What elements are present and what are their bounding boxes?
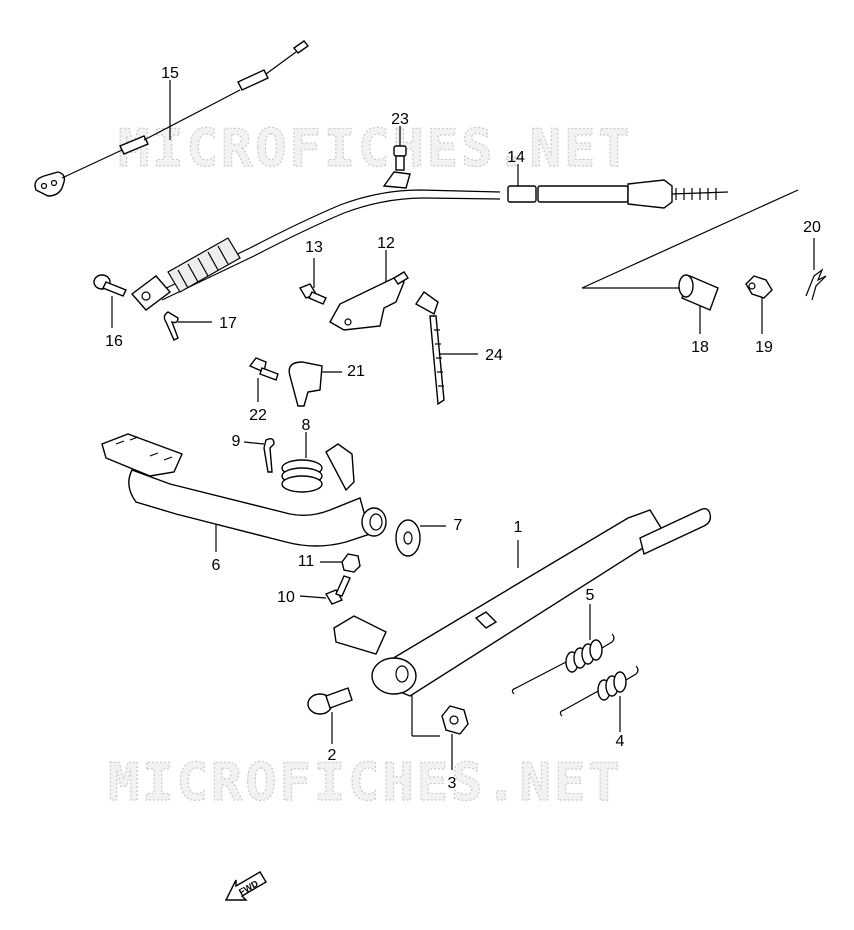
callout-14: 14	[507, 149, 525, 166]
callout-2: 2	[328, 747, 337, 764]
callout-18: 18	[691, 339, 709, 356]
callout-15: 15	[161, 65, 179, 82]
callout-17: 17	[219, 315, 237, 332]
callout-9: 9	[232, 433, 241, 450]
part-21-bracket[interactable]	[288, 361, 323, 407]
callout-21: 21	[347, 363, 365, 380]
leader-lines	[111, 80, 815, 770]
part-12-bracket[interactable]	[329, 271, 409, 331]
callout-3: 3	[448, 775, 457, 792]
part-16-pin[interactable]	[93, 274, 127, 297]
part-6-brake-pedal[interactable]	[101, 433, 387, 547]
callout-23: 23	[391, 111, 409, 128]
part-2-bolt[interactable]	[307, 687, 353, 715]
callouts: 15 23 14 20 13 12 16 17 18 19 24 21 22 9…	[105, 65, 821, 792]
callout-16: 16	[105, 333, 123, 350]
part-19-nut[interactable]	[745, 275, 773, 299]
part-18-cap[interactable]	[678, 274, 719, 311]
part-23-bolt[interactable]	[393, 145, 407, 171]
callout-24: 24	[485, 347, 503, 364]
callout-22: 22	[249, 407, 267, 424]
part-10-bolt[interactable]	[324, 575, 351, 605]
callout-12: 12	[377, 235, 395, 252]
part-15-cable[interactable]	[34, 40, 310, 197]
callout-5: 5	[586, 587, 595, 604]
callout-19: 19	[755, 339, 773, 356]
part-17-cotter-pin[interactable]	[163, 311, 179, 341]
callout-6: 6	[212, 557, 221, 574]
part-8-spring[interactable]	[281, 459, 323, 493]
watermark-bottom: MICROFICHES.NET	[108, 753, 623, 813]
callout-20: 20	[803, 219, 821, 236]
part-22-bolt[interactable]	[248, 357, 279, 381]
part-24-strap[interactable]	[414, 291, 445, 406]
part-13-bolt[interactable]	[298, 283, 327, 305]
fwd-arrow-icon: FWD	[224, 871, 267, 901]
callout-7: 7	[454, 517, 463, 534]
part-14-cable[interactable]	[130, 171, 729, 311]
part-9-cotter-pin[interactable]	[263, 437, 275, 473]
callout-4: 4	[616, 733, 625, 750]
part-4-spring[interactable]	[559, 665, 639, 717]
part-7-washer[interactable]	[395, 519, 421, 557]
watermark-top: MICROFICHES.NET	[118, 119, 633, 179]
callout-13: 13	[305, 239, 323, 256]
callout-1: 1	[514, 519, 523, 536]
callout-10: 10	[277, 589, 295, 606]
part-3-nut[interactable]	[441, 705, 469, 735]
part-20-clip[interactable]	[805, 268, 827, 301]
part-1-stand[interactable]	[333, 507, 712, 697]
part-11-nut[interactable]	[341, 553, 361, 573]
part-5-spring[interactable]	[511, 633, 615, 695]
callout-8: 8	[302, 417, 311, 434]
callout-11: 11	[298, 553, 315, 570]
